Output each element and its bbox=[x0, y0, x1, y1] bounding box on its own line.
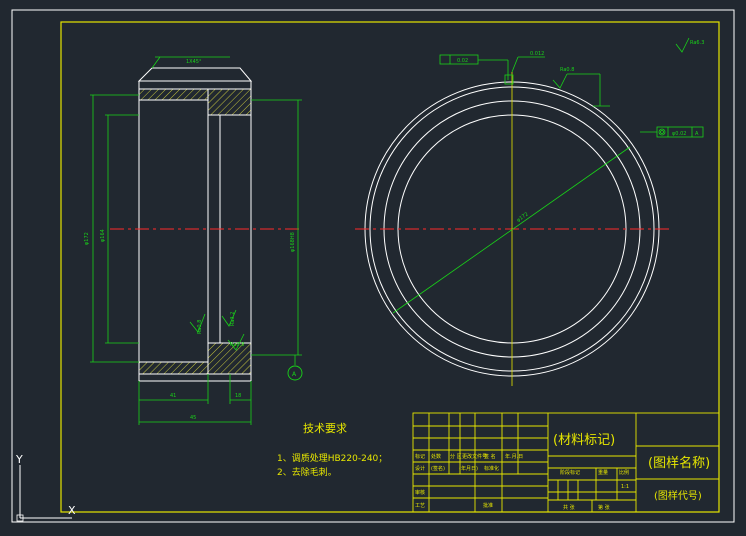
roughness-c: Ra0.8 bbox=[230, 342, 244, 348]
tb-stage-1: 重量 bbox=[598, 469, 608, 476]
drawing-code: (图样代号) bbox=[654, 489, 702, 502]
chamfer-label: 1X45° bbox=[186, 59, 202, 65]
end-view bbox=[355, 72, 672, 386]
tb-r1-3: 更改文件号 bbox=[462, 453, 487, 460]
outer-border bbox=[11, 9, 735, 523]
tb-r1-0: 标记 bbox=[415, 453, 425, 460]
diameter-leader bbox=[392, 146, 631, 314]
tb-sheet-no: 第 张 bbox=[598, 504, 610, 511]
top-hatch-left bbox=[138, 88, 209, 101]
tb-r2-2: (年月日) bbox=[459, 465, 478, 472]
tb-r4-0: 工艺 bbox=[415, 503, 425, 509]
section-view bbox=[110, 67, 302, 382]
tb-r2-3: 标准化 bbox=[484, 465, 499, 472]
tb-stage-0: 阶段标记 bbox=[560, 469, 580, 476]
concentric-label: φ0.02 bbox=[672, 131, 686, 137]
bottom-hatch-left bbox=[138, 361, 209, 375]
roughness-a: Ra0.8 bbox=[197, 320, 203, 334]
tb-r4-1: 批准 bbox=[483, 502, 493, 509]
width-45-label: 45 bbox=[190, 415, 196, 421]
ucs-icon: Y X bbox=[15, 453, 76, 522]
tb-r2-1: (签名) bbox=[431, 465, 445, 472]
width-41-label: 41 bbox=[170, 393, 176, 399]
tb-r2-0: 设计 bbox=[415, 465, 425, 472]
runout-label: 0.012 bbox=[530, 51, 544, 57]
tech-item-1: 1、调质处理HB220-240； bbox=[277, 452, 387, 464]
section-dim-text: 1X45° φ172 φ164 φ168H8 41 18 45 Ra0.8 Ra… bbox=[84, 59, 297, 421]
drawing-name: (图样名称) bbox=[648, 455, 710, 471]
od-label: φ172 bbox=[84, 232, 90, 245]
tech-title: 技术要求 bbox=[303, 422, 347, 435]
title-block-lines bbox=[412, 412, 720, 513]
tech-item-2: 2、去除毛刺。 bbox=[277, 466, 337, 478]
corner-roughness: Ra6.3 bbox=[690, 40, 704, 46]
concentric-ref: A bbox=[695, 131, 699, 137]
id-label: φ164 bbox=[100, 229, 106, 242]
tb-stage-2: 比例 bbox=[619, 469, 629, 476]
flatness-label: 0.02 bbox=[457, 58, 468, 64]
bore-label: φ168H8 bbox=[290, 232, 296, 252]
tb-r1-1: 处数 bbox=[431, 453, 441, 460]
width-18-label: 18 bbox=[235, 393, 241, 399]
tb-r1-4: 签 名 bbox=[484, 453, 496, 460]
section-dimensions bbox=[90, 56, 303, 425]
title-block-text: (材料标记) (图样名称) (图样代号) 标记 处数 分 区 更改文件号 签 名… bbox=[415, 433, 710, 511]
tb-r1-2: 分 区 bbox=[450, 453, 462, 460]
tb-scale: 1:1 bbox=[621, 484, 629, 490]
ucs-y-label: Y bbox=[15, 453, 23, 466]
inner-frame bbox=[60, 21, 720, 513]
ucs-x-label: X bbox=[68, 504, 76, 517]
tech-requirements: 技术要求 1、调质处理HB220-240； 2、去除毛刺。 bbox=[277, 422, 387, 478]
roughness-top: Ra0.8 bbox=[560, 67, 574, 73]
top-hatch-right bbox=[207, 88, 252, 116]
tb-r3-0: 审核 bbox=[415, 489, 425, 496]
tb-sheet-total: 共 张 bbox=[563, 504, 575, 511]
roughness-b: Ra3.2 bbox=[230, 312, 236, 326]
end-view-annotations bbox=[439, 37, 704, 138]
material-mark: (材料标记) bbox=[553, 433, 615, 448]
datum-a-label: A bbox=[292, 371, 297, 378]
tb-r1-5: 年.月.日 bbox=[505, 453, 523, 460]
